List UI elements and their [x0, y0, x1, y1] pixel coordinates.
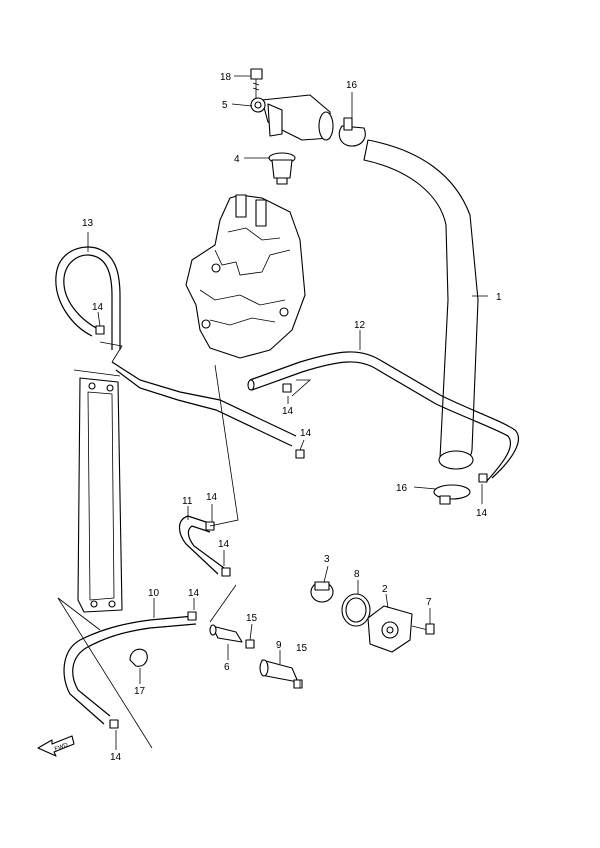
callout-15-a: 15 — [246, 613, 258, 624]
clamp-part-14-g — [187, 611, 197, 621]
valve-part-3 — [310, 581, 334, 603]
callout-15-b: 15 — [296, 643, 308, 654]
callout-6: 6 — [224, 662, 230, 673]
clamp-part-15-a — [245, 639, 255, 649]
o-ring-part-8 — [341, 593, 371, 627]
callout-14-b: 14 — [282, 406, 294, 417]
assembly-lines — [57, 75, 488, 750]
callout-14-a: 14 — [92, 302, 104, 313]
callout-11: 11 — [182, 496, 193, 507]
callout-3: 3 — [324, 554, 330, 565]
callout-4: 4 — [234, 154, 240, 165]
hose-part-10 — [63, 615, 197, 725]
callout-13: 13 — [82, 218, 94, 229]
callout-16-top: 16 — [346, 80, 358, 91]
clamp-part-14-c — [295, 449, 305, 459]
callout-14-c: 14 — [300, 428, 312, 439]
callout-18: 18 — [220, 72, 232, 83]
callout-2: 2 — [382, 584, 388, 595]
callout-labels: 18 5 16 4 13 1 14 12 14 14 16 14 11 14 1… — [82, 72, 502, 763]
hose-part-12 — [247, 351, 520, 483]
side-cover-plate — [77, 377, 123, 613]
clamp-part-15-b — [293, 679, 303, 689]
callout-1: 1 — [496, 292, 502, 303]
hose-part-1 — [363, 139, 479, 470]
bolt-part-18 — [250, 68, 263, 98]
callout-14-e: 14 — [206, 492, 218, 503]
clamp-part-14-h — [109, 719, 119, 729]
callout-10: 10 — [148, 588, 160, 599]
forward-direction-marker: FWD — [37, 735, 75, 757]
clamp-part-14-b — [282, 383, 292, 393]
callout-17: 17 — [134, 686, 146, 697]
callout-5: 5 — [222, 100, 228, 111]
callout-14-d: 14 — [476, 508, 488, 519]
clamp-part-14-f — [221, 567, 231, 577]
fwd-label: FWD — [54, 742, 70, 753]
thermostat-part-4 — [268, 152, 296, 185]
bolt-part-7 — [411, 623, 435, 635]
hose-part-13 — [55, 246, 121, 350]
clamp-part-16-top — [338, 117, 366, 147]
thermostat-cover-part-5 — [250, 94, 334, 141]
joint-pipe-part-6 — [209, 624, 243, 643]
callout-14-h: 14 — [110, 752, 122, 763]
valve-cover-part-2 — [367, 605, 413, 653]
callout-8: 8 — [354, 569, 360, 580]
callout-7: 7 — [426, 597, 432, 608]
callout-12: 12 — [354, 320, 366, 331]
clamp-part-14-a — [95, 325, 105, 335]
callout-14-g: 14 — [188, 588, 200, 599]
callout-9: 9 — [276, 640, 282, 651]
callout-16-lower: 16 — [396, 483, 408, 494]
engine-block — [185, 194, 306, 359]
hose-part-9 — [259, 659, 299, 683]
clamp-part-16-lower — [433, 484, 471, 505]
hose-block-lower — [111, 361, 297, 447]
callout-14-f: 14 — [218, 539, 230, 550]
clip-part-17 — [129, 648, 148, 667]
clamp-part-14-d — [478, 473, 488, 483]
